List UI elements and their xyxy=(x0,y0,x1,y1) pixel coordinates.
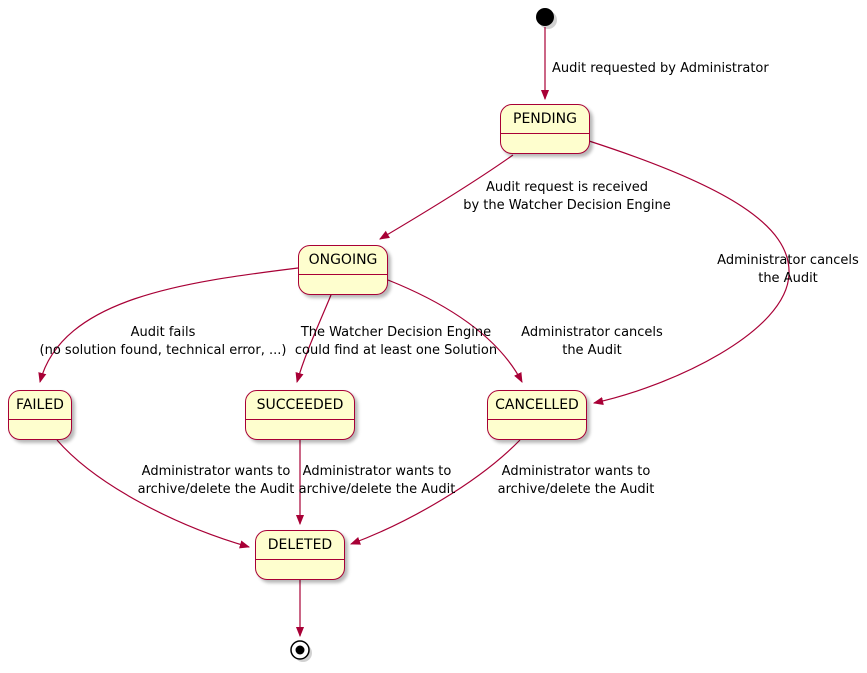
state-pending-label: PENDING xyxy=(501,105,589,134)
initial-state-dot xyxy=(536,8,554,26)
edge-label-succeeded-to-deleted-line1: Administrator wants to xyxy=(303,464,452,479)
edge-label-pending-to-cancelled-line2: the Audit xyxy=(758,271,818,286)
state-ongoing: ONGOING xyxy=(298,245,388,295)
edge-failed-to-deleted xyxy=(56,439,251,549)
state-deleted-body xyxy=(256,560,344,579)
edge-ongoing-to-succeeded xyxy=(295,294,332,384)
state-cancelled: CANCELLED xyxy=(487,390,587,440)
edge-label-ongoing-to-cancelled-line2: the Audit xyxy=(562,343,622,358)
edge-label-failed-to-deleted-line1: Administrator wants to xyxy=(142,464,291,479)
edge-label-cancelled-to-deleted-line2: archive/delete the Audit xyxy=(498,482,655,497)
state-cancelled-body xyxy=(488,420,586,439)
edge-cancelled-to-deleted xyxy=(349,439,521,545)
state-deleted-label: DELETED xyxy=(256,531,344,560)
final-state-inner-dot xyxy=(295,645,305,655)
edge-label-failed-to-deleted-line2: archive/delete the Audit xyxy=(138,482,295,497)
edge-label-ongoing-to-succeeded-line2: could find at least one Solution xyxy=(295,343,497,358)
state-failed-label: FAILED xyxy=(9,391,71,420)
edge-ongoing-to-failed xyxy=(38,267,299,384)
state-succeeded-body xyxy=(246,420,354,439)
state-ongoing-label: ONGOING xyxy=(299,246,387,275)
state-cancelled-label: CANCELLED xyxy=(488,391,586,420)
state-succeeded: SUCCEEDED xyxy=(245,390,355,440)
edge-ongoing-to-cancelled xyxy=(387,279,523,383)
edge-label-pending-to-cancelled-line1: Administrator cancels xyxy=(717,253,859,268)
edge-label-cancelled-to-deleted-line1: Administrator wants to xyxy=(502,464,651,479)
edge-label-ongoing-to-cancelled-line1: Administrator cancels xyxy=(521,325,663,340)
edge-label-pending-to-ongoing-line1: Audit request is received xyxy=(486,180,648,195)
edge-label-pending-to-ongoing-line2: by the Watcher Decision Engine xyxy=(463,198,671,213)
state-pending: PENDING xyxy=(500,104,590,154)
edge-label-ongoing-to-failed-line2: (no solution found, technical error, ...… xyxy=(40,343,287,358)
state-succeeded-label: SUCCEEDED xyxy=(246,391,354,420)
state-ongoing-body xyxy=(299,275,387,294)
edge-label-ongoing-to-failed-line1: Audit fails xyxy=(131,325,196,340)
state-deleted: DELETED xyxy=(255,530,345,580)
edge-label-init-to-pending: Audit requested by Administrator xyxy=(552,61,769,76)
state-failed-body xyxy=(9,420,71,439)
edge-pending-to-cancelled xyxy=(588,140,790,406)
edge-label-ongoing-to-succeeded-line1: The Watcher Decision Engine xyxy=(300,325,491,340)
edge-label-succeeded-to-deleted-line2: archive/delete the Audit xyxy=(299,482,456,497)
edge-pending-to-ongoing xyxy=(379,154,514,240)
state-pending-body xyxy=(501,134,589,153)
state-failed: FAILED xyxy=(8,390,72,440)
